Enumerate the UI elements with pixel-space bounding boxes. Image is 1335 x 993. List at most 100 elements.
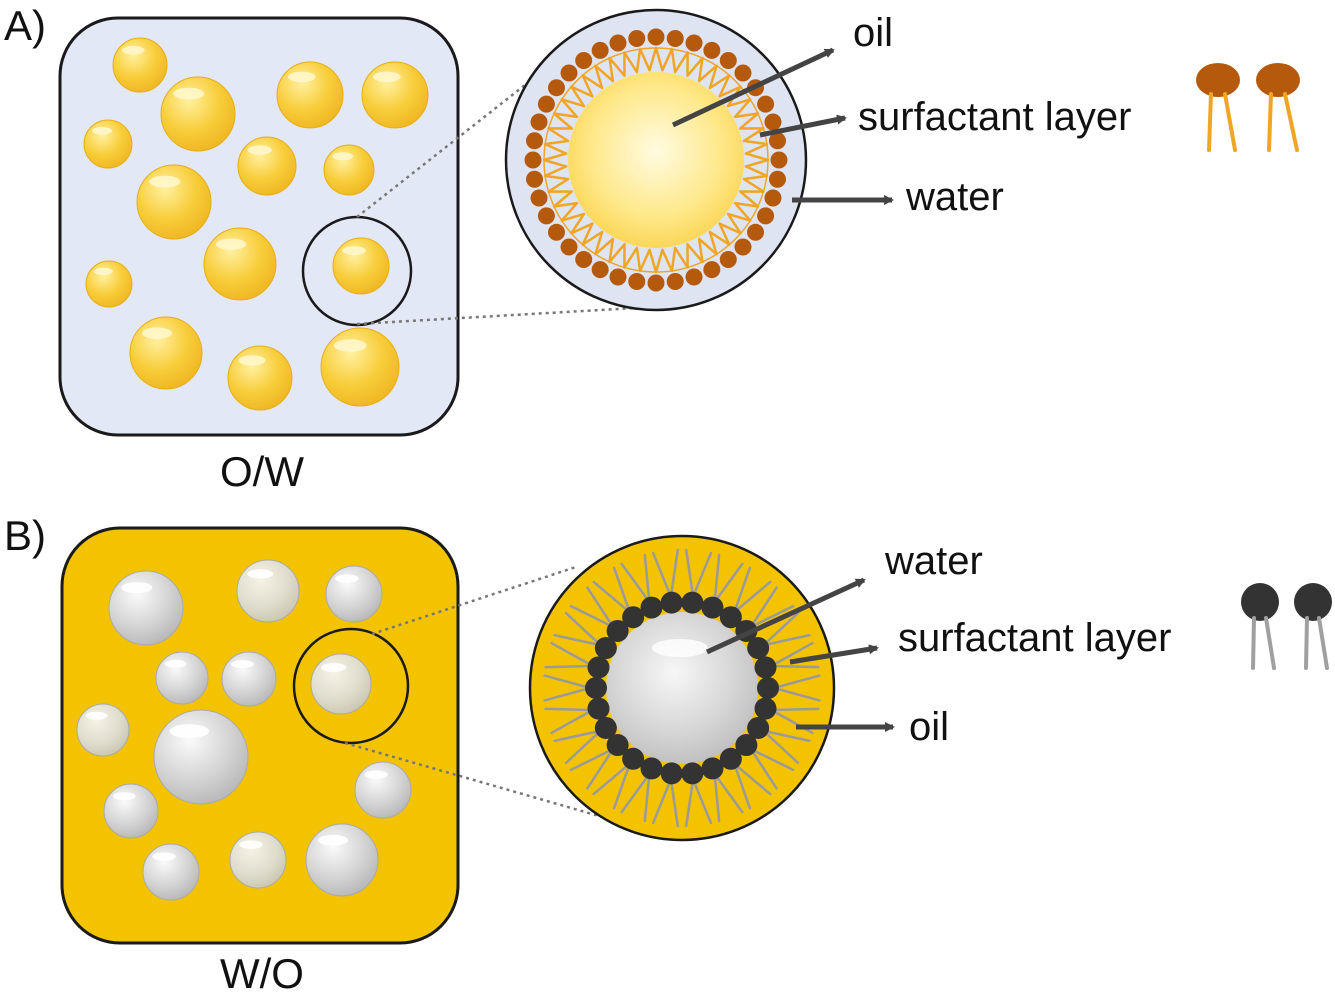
surfactant-tail — [553, 633, 602, 647]
surfactant-tail — [550, 708, 594, 735]
surfactant-tail — [685, 778, 695, 828]
surfactant-head — [666, 272, 684, 290]
surfactant-head — [757, 207, 775, 225]
droplet-highlight — [173, 87, 205, 100]
water-droplets — [76, 559, 412, 901]
droplet-highlight — [364, 770, 388, 779]
surfactant-head — [594, 716, 617, 739]
micelle-zoom-wo — [528, 534, 836, 842]
surfactant-head — [537, 95, 555, 113]
surfactant-tail — [691, 551, 713, 598]
surfactant-head — [609, 268, 627, 286]
oil-droplet — [112, 37, 168, 93]
label-surfactant-layer: surfactant layer — [898, 616, 1171, 660]
zoom-guide-line — [356, 84, 526, 218]
surfactant-head — [685, 34, 703, 52]
water-droplet — [354, 761, 412, 819]
surfactant-tail — [762, 633, 811, 647]
panel-letter-a: A) — [4, 2, 46, 49]
surfactant-head — [526, 132, 544, 150]
surfactant-tail — [544, 664, 594, 669]
water-droplet — [76, 703, 130, 757]
surfactant-head — [770, 151, 788, 169]
droplet-highlight — [342, 246, 366, 256]
surfactant-head — [701, 596, 724, 619]
droplet-highlight — [247, 569, 274, 579]
surfactant-head — [628, 272, 646, 290]
oil-droplet — [83, 119, 133, 169]
droplet-highlight — [238, 355, 266, 366]
surfactant-head — [666, 30, 684, 48]
surfactant-tail — [733, 762, 752, 810]
oil-droplet — [323, 144, 375, 196]
surfactant-head — [719, 747, 742, 770]
droplet-highlight — [335, 574, 359, 583]
droplet-highlight — [121, 45, 145, 55]
droplet-highlight — [91, 126, 113, 135]
surfactant-head — [647, 28, 665, 46]
surfactant-molecule-icon — [1241, 583, 1332, 670]
surfactant-head — [719, 606, 742, 629]
water-droplet — [310, 653, 372, 715]
surfactant-head — [606, 619, 629, 642]
panel-letter-b: B) — [4, 512, 46, 559]
surfactant-head — [703, 41, 721, 59]
surfactant-head — [734, 238, 752, 256]
surfactant-head — [734, 64, 752, 82]
surfactant-tail — [550, 641, 594, 668]
surfactant-molecule-icon — [1196, 63, 1300, 152]
oil-droplet — [129, 316, 203, 390]
surfactant-head — [547, 79, 565, 97]
surfactant-tail — [762, 611, 800, 647]
surfactant-heads — [585, 591, 779, 785]
oil-droplet — [160, 76, 236, 152]
surfactant-head — [747, 637, 770, 660]
water-droplet — [108, 570, 184, 646]
droplet-highlight — [287, 71, 316, 83]
surfactant-head — [575, 51, 593, 69]
surfactant-head — [768, 132, 786, 150]
surfactant-tail — [586, 747, 615, 790]
surfactant-tail — [612, 762, 631, 810]
surfactant-head — [609, 34, 627, 52]
oil-droplet — [332, 237, 390, 295]
surfactant-tail — [772, 686, 821, 702]
oil-droplet — [320, 327, 400, 407]
zoom-guide-line — [371, 565, 577, 636]
surfactant-tail — [762, 729, 800, 765]
surfactant-tail — [564, 611, 602, 647]
surfactant-head — [757, 677, 779, 699]
surfactant-head — [622, 747, 645, 770]
surfactant-head — [703, 261, 721, 279]
oil-core — [568, 72, 744, 248]
surfactant-head — [685, 268, 703, 286]
magnify-circle-b — [292, 627, 410, 745]
oil-droplet — [203, 227, 277, 301]
surfactant-tail — [592, 580, 631, 614]
surfactant-tail — [749, 586, 778, 629]
surfactant-head — [640, 757, 663, 780]
label-oil: oil — [853, 11, 893, 55]
surfactant-head — [768, 170, 786, 188]
surfactant-tail — [713, 562, 744, 604]
surfactant-tail — [543, 686, 592, 702]
surfactant-heads — [524, 28, 788, 292]
arrow-surfactant-layer — [789, 644, 879, 665]
zoom-guide-line — [344, 741, 614, 822]
surfactant-tail — [762, 729, 811, 743]
water-core — [606, 612, 758, 764]
droplet-highlight — [317, 834, 349, 846]
droplet-highlight — [141, 327, 173, 339]
surfactant-tail — [612, 566, 631, 614]
droplet-highlight — [332, 152, 354, 161]
surfactant-tail — [669, 548, 679, 598]
surfactant-head — [530, 189, 548, 207]
surfactant-head — [681, 591, 704, 614]
droplet-highlight — [112, 792, 136, 801]
surfactant-tail — [586, 586, 615, 629]
droplet-highlight — [152, 852, 176, 861]
oil-droplet — [276, 61, 344, 129]
oil-droplet — [227, 345, 293, 411]
surfactant-head — [606, 734, 629, 757]
arrow-water — [705, 577, 866, 655]
